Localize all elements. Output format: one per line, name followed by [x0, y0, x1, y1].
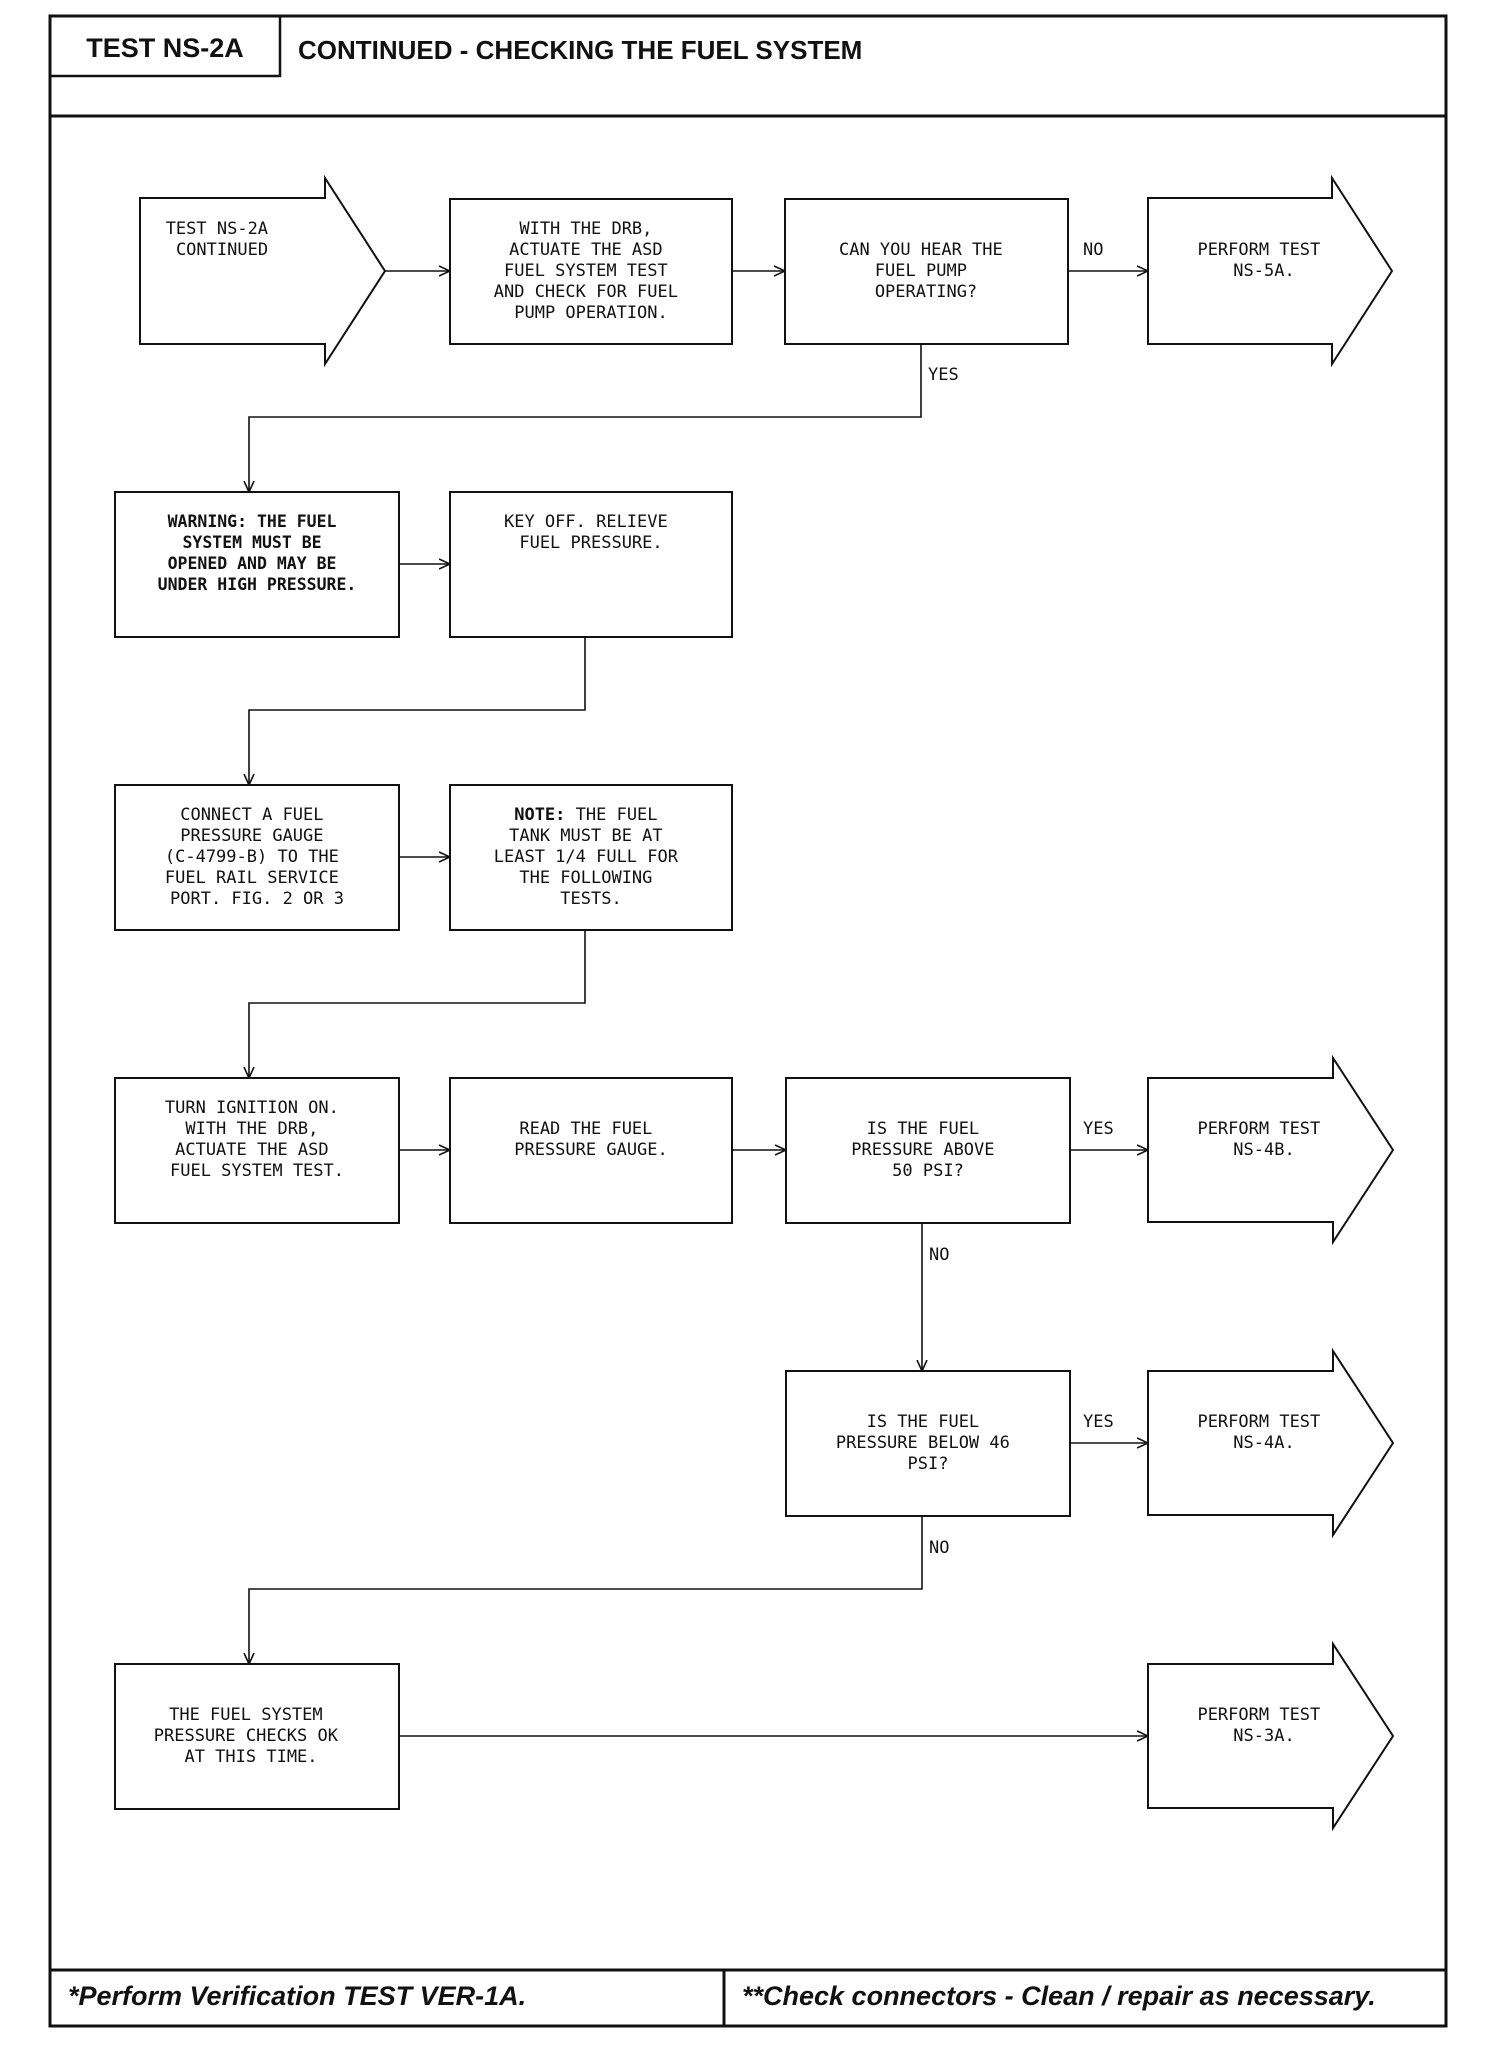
label-no: NO	[929, 1538, 949, 1558]
perform-ns5a-node: PERFORM TEST NS-5A.	[1197, 240, 1330, 281]
read-gauge-text: READ THE FUEL PRESSURE GAUGE.	[514, 1119, 668, 1160]
perform-ns3a-node: PERFORM TEST NS-3A.	[1197, 1705, 1330, 1746]
label-no: NO	[929, 1245, 949, 1265]
test-id: TEST NS-2A	[86, 33, 244, 63]
perform-ns4a-arrow-shape	[1147, 1347, 1395, 1539]
label-yes: YES	[928, 365, 959, 385]
note-bold-label: NOTE:	[514, 805, 565, 825]
note-box	[449, 784, 733, 931]
checks-ok-box	[114, 1663, 400, 1810]
above-50-text: IS THE FUEL PRESSURE ABOVE 50 PSI?	[851, 1119, 1005, 1181]
key-off-text: KEY OFF. RELIEVE FUEL PRESSURE.	[504, 512, 678, 553]
actuate-asd-text: WITH THE DRB, ACTUATE THE ASD FUEL SYSTE…	[494, 219, 688, 323]
note-text: NOTE: THE FUEL TANK MUST BE AT LEAST 1/4…	[494, 805, 688, 909]
perform-ns5a-arrow-shape	[1147, 174, 1394, 368]
checks-ok-text: THE FUEL SYSTEM PRESSURE CHECKS OK AT TH…	[154, 1705, 348, 1767]
footer-verification-note: *Perform Verification TEST VER-1A.	[68, 1981, 526, 2011]
perform-ns4a-node: PERFORM TEST NS-4A.	[1197, 1412, 1330, 1453]
connector-note-to-ignition	[249, 930, 586, 1078]
label-yes: YES	[1083, 1119, 1114, 1139]
hear-pump-text: CAN YOU HEAR THE FUEL PUMP OPERATING?	[839, 240, 1013, 302]
below-46-decision-box	[785, 1370, 1071, 1517]
connect-gauge-box	[114, 784, 400, 931]
start-node: TEST NS-2A CONTINUED	[166, 219, 279, 260]
connector-hear-yes-to-warning	[249, 344, 922, 492]
actuate-asd-box	[449, 198, 733, 345]
label-no: NO	[1083, 240, 1103, 260]
perform-ns4b-arrow-shape	[1147, 1054, 1395, 1246]
connector-below46-no-to-ok	[249, 1516, 923, 1664]
start-arrow-shape	[139, 174, 387, 368]
connector-keyoff-to-gauge	[249, 637, 586, 785]
page-title: CONTINUED - CHECKING THE FUEL SYSTEM	[298, 35, 862, 65]
ignition-on-text: TURN IGNITION ON. WITH THE DRB, ACTUATE …	[165, 1098, 349, 1181]
warning-box	[114, 491, 400, 638]
footer-connector-note: **Check connectors - Clean / repair as n…	[742, 1981, 1376, 2011]
test-id-box	[48, 14, 282, 78]
perform-ns3a-arrow-shape	[1147, 1640, 1395, 1832]
key-off-box	[449, 491, 733, 638]
perform-ns4b-node: PERFORM TEST NS-4B.	[1197, 1119, 1330, 1160]
warning-text: WARNING: THE FUEL SYSTEM MUST BE OPENED …	[158, 512, 357, 594]
read-gauge-box	[449, 1077, 733, 1224]
label-yes: YES	[1083, 1412, 1114, 1432]
page-frame	[48, 14, 1448, 2028]
above-50-decision-box	[785, 1077, 1071, 1224]
below-46-text: IS THE FUEL PRESSURE BELOW 46 PSI?	[836, 1412, 1020, 1474]
connect-gauge-text: CONNECT A FUEL PRESSURE GAUGE (C-4799-B)…	[165, 805, 349, 909]
ignition-on-box	[114, 1077, 400, 1224]
